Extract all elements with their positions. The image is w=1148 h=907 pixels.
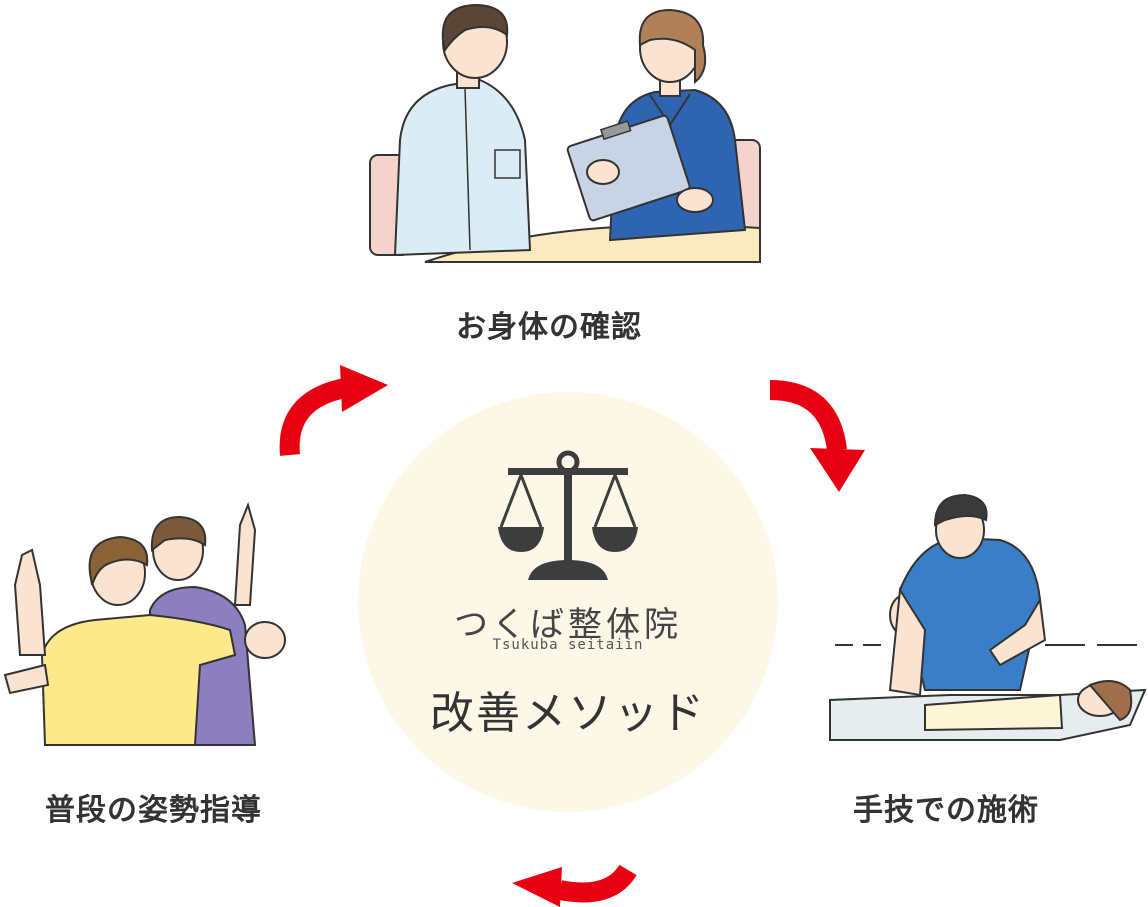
arrow-top-left-icon: [279, 365, 388, 456]
arrow-bottom-icon: [512, 864, 637, 907]
center-circle: つくば整体院 Tsukuba seitaiin 改善メソッド: [358, 392, 778, 812]
scales-of-justice-icon: [498, 450, 638, 580]
brand-name: つくば整体院: [454, 605, 682, 645]
step-label-body-check: お身体の確認: [456, 310, 642, 345]
method-title: 改善メソッド: [430, 688, 706, 739]
manual-treatment-illustration: [829, 493, 1147, 741]
posture-guidance-illustration: [3, 501, 286, 746]
step-label-manual-treatment: 手技での施術: [853, 793, 1039, 828]
step-label-posture-guidance: 普段の姿勢指導: [45, 793, 262, 828]
brand-romaji: Tsukuba seitaiin: [492, 637, 644, 653]
arrow-top-right-icon: [769, 380, 865, 492]
consultation-illustration: [369, 3, 761, 263]
